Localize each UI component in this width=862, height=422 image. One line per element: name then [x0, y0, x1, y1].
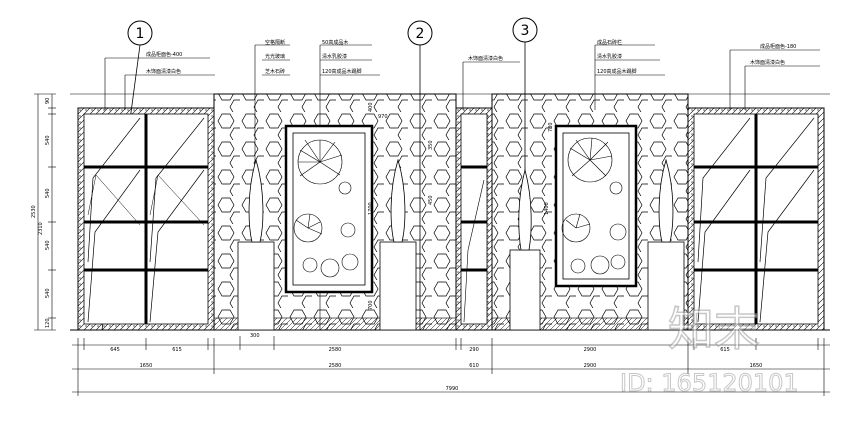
- note-center-c: 芝木石砖: [265, 68, 285, 75]
- dim-sec-b: 450: [428, 195, 434, 205]
- note-right-cabinet-mid: 木饰面清漆白色: [750, 59, 785, 66]
- note-center-e: 清水乳胶漆: [322, 53, 347, 60]
- lamp-left: [237, 158, 275, 331]
- notes-right: 成品石砖栏 清水乳胶漆 120高成品木踢脚 成品柜面色-180 木饰面清漆白色: [594, 39, 820, 110]
- dim-left-8: 540: [45, 288, 51, 298]
- note-mid-cabinet: 木饰面清漆白色: [468, 55, 503, 62]
- dim-left-outer-1: 2310: [38, 222, 44, 235]
- dim-panel-a-width: 970: [378, 114, 388, 120]
- callout-1-label: 1: [136, 26, 145, 42]
- right-wall: 780 1400 350 450: [428, 93, 689, 331]
- note-right-cabinet-top: 成品柜面色-180: [760, 43, 796, 50]
- right-cabinet: [687, 107, 825, 331]
- notes-left: 成品柜面色-400 木饰面清漆白色: [104, 51, 215, 110]
- elevation-body: 400 970 1700 700 300: [70, 93, 830, 339]
- lamp-right: [379, 158, 417, 331]
- note-left-cabinet-mid: 木饰面清漆白色: [146, 68, 181, 75]
- dim-panel-a-top: 400: [368, 102, 374, 112]
- art-plant-b: [561, 137, 627, 275]
- dim-bottom-615a: 615: [172, 347, 182, 353]
- middle-cabinet: [455, 107, 493, 331]
- dim-row2-610: 610: [469, 363, 479, 369]
- dim-row2-1650a: 1650: [140, 363, 153, 369]
- notes-mid-cabinet: 木饰面清漆白色: [462, 55, 520, 110]
- lamp-right-wall-right: [647, 158, 685, 331]
- dim-panel-a-bottom: 700: [368, 300, 374, 310]
- callout-2-label: 2: [416, 26, 425, 42]
- note-right-a: 成品石砖栏: [597, 39, 622, 46]
- watermark-id: ID: 165120101: [620, 369, 799, 397]
- dim-bottom-290: 290: [469, 347, 479, 353]
- dim-left-2: 540: [45, 135, 51, 145]
- lamp-right-wall-left: [509, 168, 541, 331]
- dim-left-outer-0: 2530: [31, 205, 37, 218]
- dim-row2-2900: 2900: [584, 363, 597, 369]
- dim-left-4: 540: [45, 188, 51, 198]
- dim-col-width: 300: [250, 333, 260, 339]
- watermark: 知末 ID: 165120101: [620, 301, 800, 397]
- dim-panel-b-top: 780: [548, 122, 554, 132]
- dim-sec-a: 350: [428, 140, 434, 150]
- note-center-d: 50高成品木: [322, 39, 348, 46]
- note-right-b: 清水乳胶漆: [597, 53, 622, 60]
- dim-bottom-2580: 2580: [329, 347, 342, 353]
- dim-left-6: 540: [45, 240, 51, 250]
- note-left-cabinet-top: 成品柜面色-400: [146, 51, 182, 58]
- dim-panel-b-height: 1400: [544, 202, 550, 215]
- dim-bottom-615b: 615: [720, 347, 730, 353]
- note-right-c: 120高成品木踢脚: [597, 68, 637, 75]
- art-plant-a: [293, 139, 359, 278]
- dim-bottom-645: 645: [110, 347, 120, 353]
- dim-row2-2580: 2580: [329, 363, 342, 369]
- callout-3-label: 3: [521, 23, 530, 39]
- dim-row2-1650b: 1650: [750, 363, 763, 369]
- note-center-a: 空格隔断: [265, 39, 285, 46]
- watermark-logo: 知末: [668, 302, 760, 356]
- left-dimension-labels: 90 540 540 540 540 120 2530 2310: [31, 98, 51, 328]
- bottom-dimension-chains: [72, 336, 830, 396]
- dim-bottom-2900: 2900: [584, 347, 597, 353]
- notes-center: 空格隔断 光光玻璃 芝木石砖 50高成品木 清水乳胶漆 120高成品木踢脚: [254, 39, 380, 330]
- left-cabinet: [77, 107, 215, 331]
- dim-total: 7990: [446, 386, 459, 392]
- dim-panel-a-height: 1700: [368, 202, 374, 215]
- note-center-b: 光光玻璃: [265, 53, 285, 60]
- note-center-f: 120高成品木踢脚: [322, 68, 362, 75]
- bottom-dimension-labels: 645 615 2580 290 2900 615 1650 2580 610 …: [110, 347, 762, 392]
- dim-left-9: 120: [45, 318, 51, 328]
- dim-left-0: 90: [45, 98, 51, 104]
- center-wall: 400 970 1700 700 300: [213, 93, 457, 339]
- left-dimension-chain: [34, 93, 56, 331]
